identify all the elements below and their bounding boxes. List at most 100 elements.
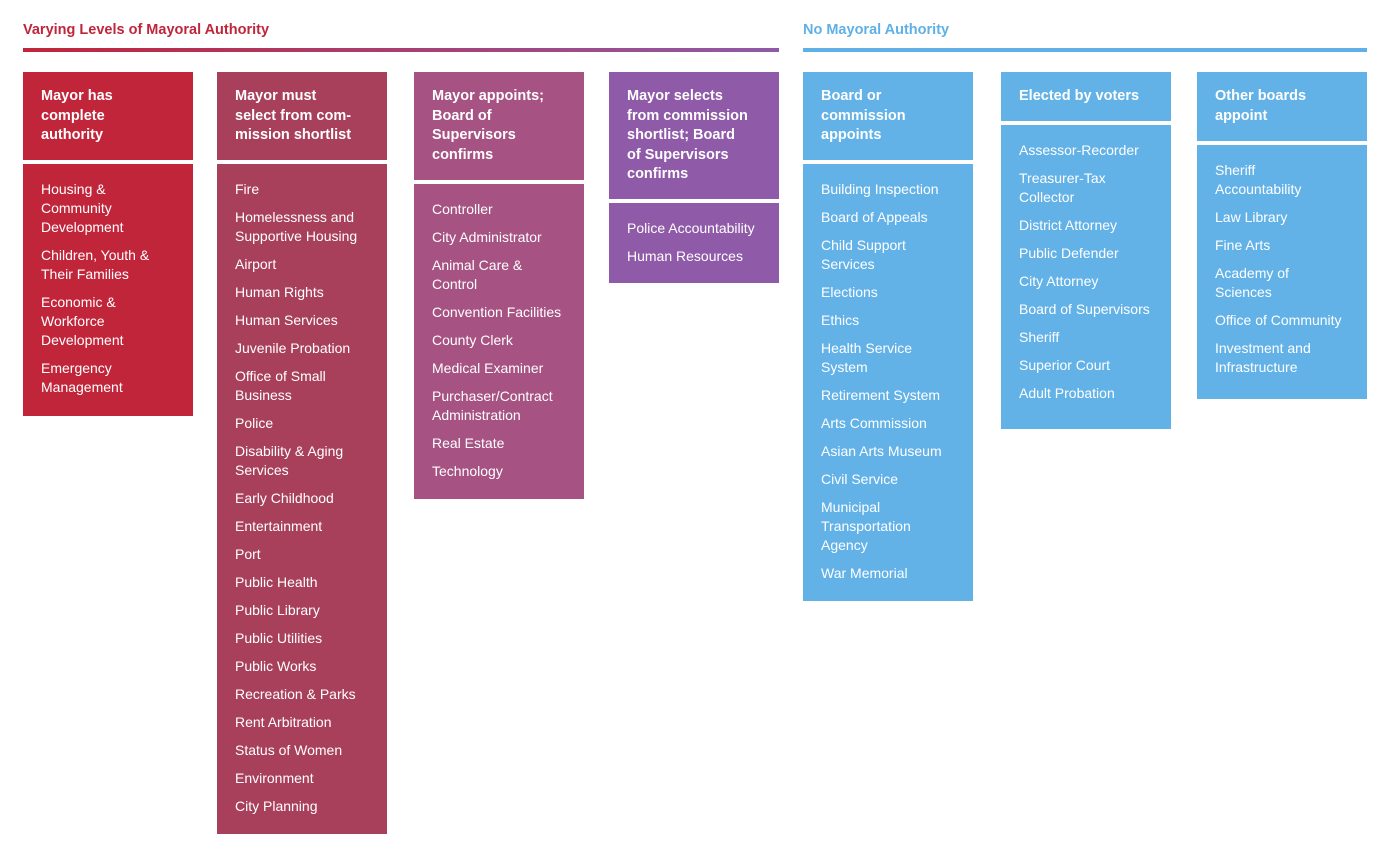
department-item-line: City Attorney — [1019, 273, 1099, 289]
department-item: Adult Probation — [1019, 384, 1153, 403]
department-item: Building Inspection — [821, 180, 955, 199]
department-item-line: Assessor-Recorder — [1019, 142, 1139, 158]
department-item: Ethics — [821, 311, 955, 330]
department-item-line: Administration — [432, 407, 521, 423]
department-item-line: Sheriff — [1215, 162, 1256, 178]
department-item-line: Economic & — [41, 294, 116, 310]
department-item-line: Police — [235, 415, 274, 431]
column-header-line: from commission — [627, 107, 748, 124]
department-item-line: City Administrator — [432, 229, 542, 245]
department-item: County Clerk — [432, 331, 566, 350]
department-item: Fire — [235, 180, 369, 199]
department-item-line: Human Resources — [627, 248, 743, 264]
department-item-line: Superior Court — [1019, 357, 1111, 373]
department-item-line: Human Services — [235, 312, 338, 328]
department-item: Public Defender — [1019, 244, 1153, 263]
department-item-line: Academy of — [1215, 265, 1289, 281]
department-item: Public Library — [235, 601, 369, 620]
department-item-line: Development — [41, 219, 124, 235]
column-header-line: confirms — [432, 146, 494, 163]
department-item-line: Treasurer-Tax — [1019, 170, 1106, 186]
section-rule-none — [803, 48, 1367, 52]
department-item-line: Office of Community — [1215, 312, 1342, 328]
department-item: Controller — [432, 200, 566, 219]
department-item-line: Emergency — [41, 360, 112, 376]
department-item-line: Law Library — [1215, 209, 1288, 225]
department-item: Early Childhood — [235, 489, 369, 508]
department-item-line: Control — [432, 276, 478, 292]
department-item-line: Investment and — [1215, 340, 1311, 356]
department-item: City Planning — [235, 797, 369, 816]
department-item-line: Accountability — [1215, 181, 1302, 197]
department-item: Technology — [432, 462, 566, 481]
department-item-line: Police Accountability — [627, 220, 755, 236]
department-item-line: Children, Youth & — [41, 247, 150, 263]
department-item: Assessor-Recorder — [1019, 141, 1153, 160]
column-header-line: confirms — [627, 166, 689, 182]
department-item-line: Rent Arbitration — [235, 714, 332, 730]
department-item-line: Public Works — [235, 658, 317, 674]
department-item-line: Office of Small — [235, 368, 326, 384]
department-item-line: Elections — [821, 284, 878, 300]
department-item-line: Management — [41, 379, 123, 395]
department-item: Sheriff — [1019, 328, 1153, 347]
department-item-line: Agency — [821, 537, 868, 553]
department-item-line: Controller — [432, 201, 493, 217]
department-item-line: Civil Service — [821, 471, 899, 487]
department-item-line: Community — [41, 200, 112, 216]
department-item: Office of Community — [1215, 311, 1349, 330]
department-item: District Attorney — [1019, 216, 1153, 235]
department-item-line: Public Health — [235, 574, 318, 590]
department-item: Law Library — [1215, 208, 1349, 227]
department-item-line: Sheriff — [1019, 329, 1060, 345]
department-item-line: Housing & — [41, 181, 106, 197]
department-item: Juvenile Probation — [235, 339, 369, 358]
department-item-line: Collector — [1019, 189, 1075, 205]
department-item-line: Fine Arts — [1215, 237, 1271, 253]
department-item-line: Transportation — [821, 518, 911, 534]
department-item-line: Municipal — [821, 499, 881, 515]
department-item-line: Fire — [235, 181, 260, 197]
department-item: Animal Care &Control — [432, 256, 566, 294]
column-header-line: Mayor has — [41, 88, 113, 104]
department-item: Police — [235, 414, 369, 433]
department-item: City Administrator — [432, 228, 566, 247]
department-item-line: Recreation & Parks — [235, 686, 356, 702]
department-item-line: Environment — [235, 770, 314, 786]
department-item: Civil Service — [821, 470, 955, 489]
department-item: Convention Facilities — [432, 303, 566, 322]
department-item-line: County Clerk — [432, 332, 513, 348]
department-item-line: District Attorney — [1019, 217, 1118, 233]
department-item-line: Real Estate — [432, 435, 505, 451]
department-item: Port — [235, 545, 369, 564]
column-header-line: of Supervisors — [627, 146, 729, 163]
department-item: Police Accountability — [627, 219, 761, 238]
department-item: Asian Arts Museum — [821, 442, 955, 461]
department-item: Status of Women — [235, 741, 369, 760]
department-item-line: System — [821, 359, 868, 375]
department-item-line: Disability & Aging — [235, 443, 344, 459]
department-item-line: Their Families — [41, 266, 129, 282]
column-header-line: select from com- — [235, 107, 352, 124]
column-header-line: Board of — [432, 107, 492, 124]
department-item: Arts Commission — [821, 414, 955, 433]
